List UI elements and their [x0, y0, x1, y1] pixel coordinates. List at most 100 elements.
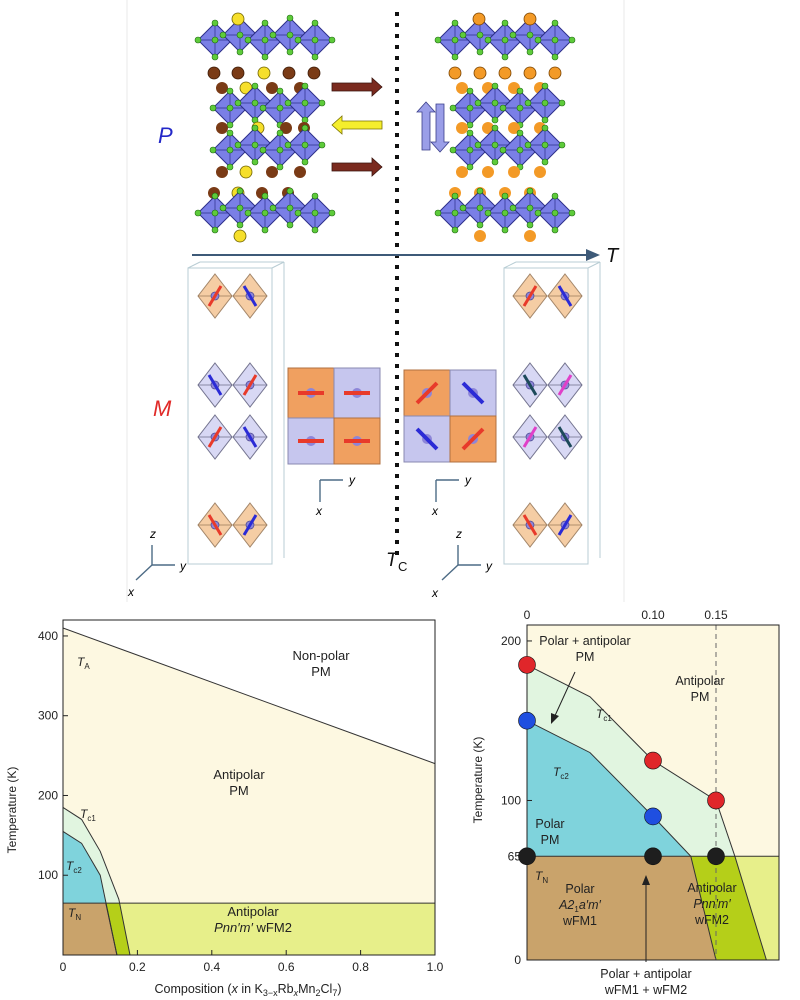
label-m: M — [153, 396, 172, 421]
label-p: P — [158, 123, 173, 148]
c2-y-tick-label: 65 — [508, 849, 522, 863]
c1-region-mixed — [105, 903, 130, 955]
c1-y-tick-label: 200 — [38, 788, 58, 802]
polar-structure — [194, 12, 383, 243]
magnetic-column-left — [187, 261, 285, 565]
axes-triad-left: z y x — [127, 527, 187, 599]
c1-y-tick-label: 300 — [38, 709, 58, 723]
c1-x-axis-label: Composition (x in K3−xRbxMn2Cl7) — [154, 982, 341, 998]
c1-region-antipolar-pm-1: Antipolar — [213, 767, 265, 782]
c2-region-antipolar-wfm-3: wFM2 — [694, 913, 729, 927]
antipolar-arrows — [416, 101, 450, 153]
c1-region-polar-wfm1 — [63, 903, 117, 955]
c1-x-tick-label: 0.2 — [129, 960, 146, 974]
c1-y-ticks: 100 200 300 400 — [38, 629, 68, 882]
c1-line-ta — [62, 627, 436, 765]
c2-region-mixed-2: wFM1 + wFM2 — [604, 983, 687, 997]
c2-pap-pointer — [552, 671, 576, 721]
c1-region-antipolar-pm-2: PM — [229, 783, 249, 798]
c1-line-wfm-boundary — [105, 903, 118, 956]
c1-x-tick-label: 0.8 — [352, 960, 369, 974]
magnetic-column-right — [503, 261, 601, 565]
c2-top-tick-label: 0.10 — [641, 608, 665, 622]
polar-displacement-arrows — [331, 77, 383, 177]
c2-region-antipolar-wfm-1: Antipolar — [687, 881, 736, 895]
layer-bottom — [194, 186, 336, 243]
phase-diagram-right: 0 65 100 200 0 0.10 0.15 Temperature (K) Pola… — [471, 608, 780, 997]
c2-point-tc2 — [518, 711, 536, 730]
c1-x-ticks: 0 0.2 0.4 0.6 0.8 1.0 — [60, 950, 444, 974]
c2-data-points — [518, 656, 725, 866]
top-panel: P M T T C — [126, 0, 625, 602]
c2-top-tick-label: 0 — [524, 608, 531, 622]
c1-x-tick-label: 1.0 — [427, 960, 444, 974]
axes-triad-right: z y x — [431, 527, 493, 600]
c2-top-tick-label: 0.15 — [704, 608, 728, 622]
svg-text:y: y — [179, 559, 187, 573]
c2-region-pap-pm-1: Polar + antipolar — [539, 634, 630, 648]
c2-label-tc2: Tc2 — [553, 765, 569, 781]
axes-triad-mid-left: y x — [315, 473, 356, 518]
axes-triad-mid-right: y x — [431, 473, 472, 518]
c2-y-tick-label: 100 — [501, 793, 521, 807]
svg-text:x: x — [431, 504, 439, 518]
c1-x-tick-label: 0.4 — [203, 960, 220, 974]
ap-layer-bottom — [434, 187, 576, 242]
svg-text:y: y — [464, 473, 472, 487]
c1-line-tc1 — [62, 806, 131, 956]
c2-region-antipolar-pm-2: PM — [691, 690, 710, 704]
c1-y-tick-label: 100 — [38, 868, 58, 882]
c2-point-tc2 — [644, 807, 662, 826]
svg-text:x: x — [315, 504, 323, 518]
c1-plot-frame — [62, 619, 436, 956]
antipolar-structure — [416, 12, 576, 242]
c1-y-tick-label: 400 — [38, 629, 58, 643]
c1-label-tn: TN — [68, 906, 81, 922]
c2-region-antipolar-wfm-2: Pnn′m′ — [693, 897, 731, 911]
c2-region-polar-pm-1: Polar — [535, 817, 564, 831]
c2-y-axis-label: Temperature (K) — [471, 737, 485, 824]
axis-t-label: T — [606, 245, 620, 267]
tc-label: T C — [386, 550, 407, 574]
c1-boundary-lines — [62, 627, 436, 956]
c1-label-ta: TA — [77, 655, 90, 671]
svg-text:z: z — [149, 527, 156, 541]
inplane-view-right — [403, 369, 497, 463]
c2-y-tick-label: 200 — [501, 634, 521, 648]
c1-region-antipolar-wfm-2: Pnn′m′ wFM2 — [214, 920, 292, 935]
c1-region-antipolar-pm — [63, 628, 435, 955]
c2-region-polar-wfm-2: A21a′m′ — [558, 898, 601, 914]
layer-middle — [209, 81, 326, 179]
svg-text:x: x — [431, 586, 439, 600]
c1-x-tick-label: 0 — [60, 960, 67, 974]
svg-text:C: C — [398, 559, 407, 574]
svg-text:y: y — [485, 559, 493, 573]
c2-pap-pointer-head — [551, 713, 559, 724]
c2-point-tc1 — [644, 751, 662, 770]
c2-region-polar-wfm-3: wFM1 — [562, 914, 597, 928]
c2-point-tn — [707, 847, 725, 866]
c2-mixed-pointer-head — [642, 875, 650, 885]
c2-line-tc1 — [526, 664, 767, 961]
c1-label-tc2: Tc2 — [66, 859, 82, 875]
layer-top — [194, 12, 336, 80]
c1-region-antipolar-wfm-1: Antipolar — [227, 904, 279, 919]
svg-text:x: x — [127, 585, 135, 599]
c1-label-tc1: Tc1 — [80, 807, 96, 823]
c2-point-tc1 — [518, 656, 536, 674]
c2-y-tick-label: 0 — [514, 953, 521, 967]
c2-point-tc1 — [707, 791, 725, 810]
c1-x-tick-label: 0.6 — [278, 960, 295, 974]
c2-region-antipolar-pm-1: Antipolar — [675, 674, 724, 688]
c2-region-polar-wfm1 — [527, 856, 716, 960]
c2-top-ticks: 0 0.10 0.15 — [524, 608, 728, 622]
svg-text:z: z — [455, 527, 462, 541]
ap-layer-middle — [449, 82, 566, 178]
c2-region-polar-pm-2: PM — [541, 833, 560, 847]
c1-region-nonpolar-1: Non-polar — [292, 648, 350, 663]
c2-region-mixed-1: Polar + antipolar — [600, 967, 691, 981]
c2-region-pap-pm-2: PM — [576, 650, 595, 664]
c1-region-nonpolar-2: PM — [311, 664, 331, 679]
